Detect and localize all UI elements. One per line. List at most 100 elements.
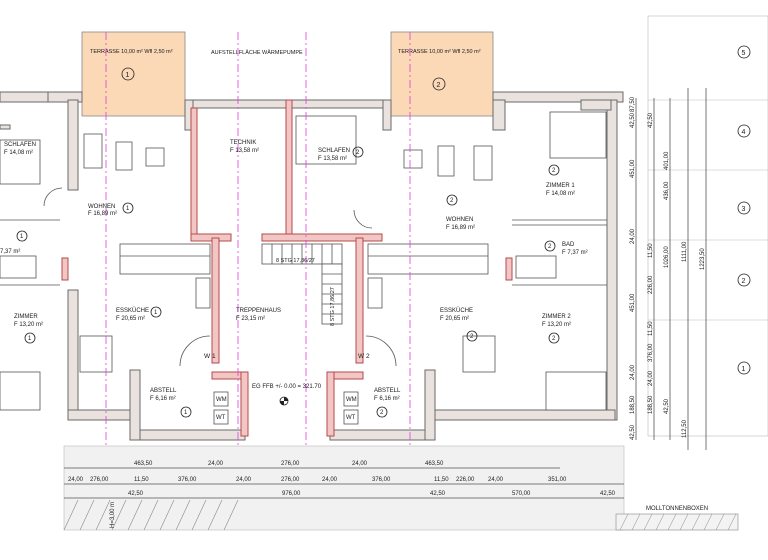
dim-r1-0: 463,50 [134,461,153,467]
room-abstell-left-name: ABSTELL [150,388,177,394]
num-abstell-left: 1 [184,410,188,416]
elevation-panel [647,15,768,437]
num-esskueche-right: 2 [470,334,474,340]
wall-right-abstell [424,369,436,441]
room-bad-right-name: BAD [562,242,575,248]
room-schlafen-right-name: SCHLAFEN [318,148,350,154]
dim-r3-2: 42,50 [430,491,446,497]
wt-left [213,409,229,425]
stair-label-upper: 8 STG 17,86/27 [276,258,315,264]
wall-top-right [492,91,624,103]
chair-left [145,147,165,167]
dim-r2-9: 226,00 [456,477,475,483]
vdims-col3: 401,00 436,00 1026,00 42,50 [664,151,670,414]
room-wohnen-left-area: F 16,89 m² [88,211,117,217]
vdim-c2-0: 42,50 [648,112,654,128]
dim-r1-1: 24,00 [208,461,224,467]
room-schlafen-right-area: F 13,58 m² [318,156,347,162]
dim-r3-3: 570,00 [512,491,531,497]
wall-top-center-right [289,99,391,109]
room-esskueche-left-name: ESSKÜCHE [116,307,149,314]
room-wohnen-right-area: F 16,89 m² [446,225,475,231]
wall-entry-right-v [326,371,335,437]
table-left [115,141,133,171]
bed-zimmer2-right [545,371,607,411]
wm-left [213,391,229,407]
room-technik-area: F 13,58 m² [230,148,259,154]
dims-row2: 24,00 276,00 11,50 376,00 24,00 276,00 2… [68,477,567,483]
bath-right [515,255,557,279]
vdim-c2-1: 11,50 [648,243,654,258]
stove-right [367,277,383,309]
dim-r2-7: 376,00 [372,477,391,483]
room-abstell-right-area: F 6,16 m² [374,396,400,402]
vdims-col5: 1223,50 [700,248,706,270]
wall-bad-right [505,257,513,281]
vdim-c3-2: 1026,00 [664,246,670,268]
room-wohnen-right-name: WOHNEN [446,217,473,223]
door-arc-schlafen-left [43,187,63,207]
dim-r2-10: 24,00 [488,477,504,483]
heat-pump-label: AUFSTELLFLÄCHE WÄRMEPUMPE [211,49,303,56]
floor-2: 2 [742,278,746,285]
hatch-bottom [63,499,239,531]
wt-right-label: WT [346,415,356,421]
num-esskueche-left: 1 [154,310,158,316]
vdim-c2-2: 226,00 [648,275,654,294]
wall-technik-right [285,99,293,241]
vdim-c4-0: 1111,00 [682,241,688,262]
room-bad-right-area: F 7,37 m² [562,250,588,256]
dim-r2-1: 276,00 [90,477,109,483]
dim-r1-4: 463,50 [425,461,444,467]
vdims-col1: 87,50 42,50 451,00 24,00 451,00 24,00 18… [630,96,636,440]
room-esskueche-right-area: F 20,65 m² [440,316,469,322]
wt-right [343,409,359,425]
num-zimmer2-right: 2 [552,336,556,342]
table-right [437,145,455,177]
room-zimmer-left-name: ZIMMER [14,314,38,320]
bed-schlafen-left [0,139,41,185]
floor-5: 5 [742,50,746,57]
wall-bottom-right-2 [329,429,431,441]
bath-left [0,255,37,279]
wall-label: MOLLTONNENBOXEN [646,506,708,512]
vdim-c3-3: 42,50 [664,398,670,414]
num-zimmer1-right: 2 [552,168,556,174]
terrace-right-num: 2 [437,82,441,89]
height-note: H=3,00 m [110,502,116,528]
unit-markers [16,146,560,418]
vdim-c2-3: 11,50 [648,321,654,336]
wall-corner-right2 [580,99,612,111]
dining-left [79,335,113,373]
wall-technik-left [190,107,198,237]
num-wohnen-left: 1 [126,206,130,212]
wall-bad-left [61,257,69,281]
vdim-c1-5: 24,00 [630,364,636,380]
dim-r3-4: 42,50 [600,491,616,497]
wall-left-upper [67,99,79,191]
vdims-col4: 1111,00 112,50 [682,241,688,438]
entrance-w1: W 1 [204,353,216,360]
terrace-right-label: TERRASSE 10,00 m² Wfl 2,50 m² [398,49,481,55]
stair-label-lower: 8 STG 17,86/27 [330,287,336,326]
terrace-left-num: 1 [126,72,130,79]
bed-zimmer-left [0,371,41,411]
level-mark: EG FFB +/- 0.00 = 321.70 [252,384,322,390]
dims-row3: 42,50 976,00 42,50 570,00 42,50 [128,491,616,497]
wall-top-center-left [184,99,291,109]
wall-terrace-right-side [382,99,392,131]
vdim-c1-4: 451,00 [630,293,636,312]
vdim-c5-0: 1223,50 [700,248,706,270]
dining-right [462,335,496,373]
floor-4: 4 [742,129,746,136]
vdim-c4-1: 112,50 [682,419,688,438]
room-esskueche-left-area: F 20,65 m² [116,316,145,322]
room-abstell-right-name: ABSTELL [374,388,401,394]
stair-flight [261,243,343,325]
wall-schlafen-left [0,124,11,130]
num-schlafen-right: 2 [356,150,360,156]
wall-stair-right [355,237,364,364]
dim-r2-4: 24,00 [236,477,252,483]
wall-bottom-left-2 [129,429,246,441]
wm-right-label: WM [346,397,357,403]
